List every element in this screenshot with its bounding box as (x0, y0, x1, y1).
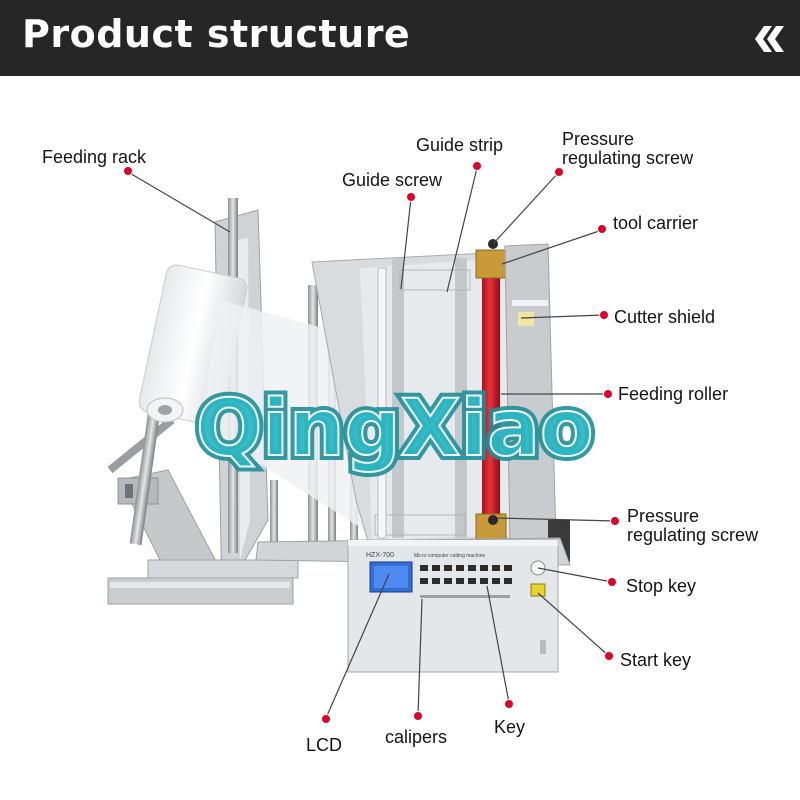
svg-text:QingXiao: QingXiao (196, 384, 594, 474)
label-tool-carrier: tool carrier (613, 213, 699, 233)
model-plate: HZX-700 (366, 552, 394, 559)
leader-lines (127, 167, 616, 719)
label-key: Key (494, 717, 526, 737)
double-chevron-left-icon[interactable] (750, 24, 784, 54)
panel-title: Micro-computer cutting machine (414, 553, 485, 559)
label-lcd: LCD (306, 735, 343, 755)
label-pressure-screw-bottom: Pressure regulating screw (627, 506, 759, 545)
label-feeding-rack: Feeding rack (42, 147, 147, 167)
label-guide-strip: Guide strip (416, 135, 504, 155)
callout-dots (123, 161, 620, 724)
page-title: Product structure (22, 12, 411, 56)
label-stop-key: Stop key (626, 576, 697, 596)
label-feeding-roller: Feeding roller (618, 384, 729, 404)
watermark: QingXiao QingXiao (191, 379, 599, 479)
label-pressure-screw-top: Pressure regulating screw (562, 129, 694, 168)
label-cutter-shield: Cutter shield (614, 307, 716, 327)
label-start-key: Start key (620, 650, 692, 670)
label-calipers: calipers (385, 727, 448, 747)
header-bar: Product structure (0, 0, 800, 76)
label-guide-screw: Guide screw (342, 170, 443, 190)
control-box (255, 537, 571, 673)
svg-text:QingXiao: QingXiao (196, 384, 594, 474)
